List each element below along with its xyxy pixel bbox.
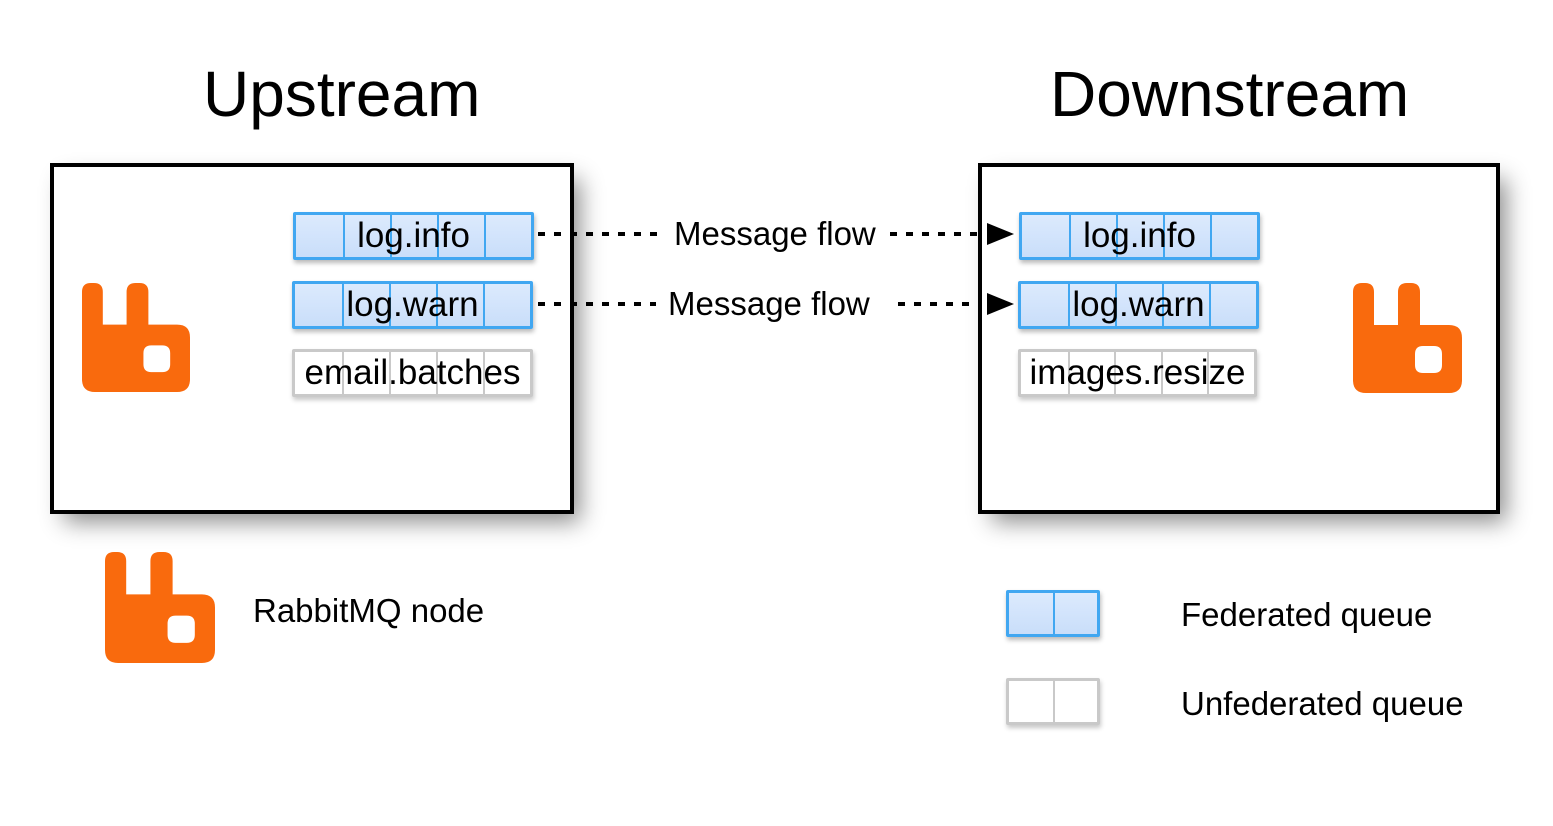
message-flow-line xyxy=(898,302,979,306)
queue-cell xyxy=(1160,352,1208,394)
downstream-queue-log-info: log.info xyxy=(1019,212,1260,260)
federated-queue-swatch xyxy=(1006,590,1100,637)
queue-cell xyxy=(343,215,390,257)
upstream-queue-email-batches: email.batches xyxy=(292,349,533,397)
message-flow-line xyxy=(538,302,656,306)
queue-cell xyxy=(1009,593,1053,634)
queue-cell xyxy=(390,215,437,257)
queue-cell xyxy=(1114,352,1161,394)
queue-cell xyxy=(1069,215,1116,257)
queue-cell xyxy=(1209,284,1256,326)
unfederated-queue-swatch xyxy=(1006,678,1100,725)
queue-cell xyxy=(1053,593,1097,634)
queue-name: log.warn xyxy=(1072,285,1205,324)
queue-cell xyxy=(1207,352,1254,394)
message-flow-label: Message flow xyxy=(674,215,876,252)
queue-name: log.info xyxy=(357,216,470,255)
legend-rabbitmq-node-label: RabbitMQ node xyxy=(253,592,485,629)
right-arrowhead-icon xyxy=(987,293,1014,315)
queue-cell xyxy=(1115,284,1162,326)
queue-name: log.info xyxy=(1083,216,1196,255)
upstream-queue-log-warn: log.warn xyxy=(292,281,533,329)
rabbitmq-logo-icon xyxy=(1353,283,1462,393)
queue-cell xyxy=(1116,215,1163,257)
queue-cell xyxy=(389,284,436,326)
upstream-queue-log-info: log.info xyxy=(293,212,534,260)
upstream-title: Upstream xyxy=(203,58,481,130)
right-arrowhead-icon xyxy=(987,223,1014,245)
message-flow-label: Message flow xyxy=(668,285,870,322)
legend-unfederated-queue-label: Unfederated queue xyxy=(1181,685,1464,722)
rabbitmq-logo-icon xyxy=(105,552,215,663)
queue-name: log.warn xyxy=(346,285,479,324)
queue-cell xyxy=(436,284,483,326)
queue-cell xyxy=(342,352,389,394)
rabbitmq-logo-icon xyxy=(82,283,190,392)
queue-cell xyxy=(1068,284,1115,326)
message-flow-line xyxy=(890,232,979,236)
queue-name: email.batches xyxy=(304,353,521,392)
queue-cell xyxy=(342,284,389,326)
queue-cell xyxy=(1210,215,1257,257)
queue-cell xyxy=(436,352,483,394)
legend-federated-queue-label: Federated queue xyxy=(1181,596,1433,633)
queue-cell xyxy=(437,215,484,257)
downstream-queue-images-resize: images.resize xyxy=(1018,349,1257,397)
queue-cell xyxy=(1053,681,1097,722)
queue-cell xyxy=(1163,215,1210,257)
downstream-title: Downstream xyxy=(1050,58,1410,130)
downstream-queue-log-warn: log.warn xyxy=(1018,281,1259,329)
queue-cell xyxy=(389,352,436,394)
message-flow-line xyxy=(538,232,666,236)
queue-cell xyxy=(484,215,531,257)
queue-cell xyxy=(483,284,530,326)
queue-name: images.resize xyxy=(1029,353,1246,392)
queue-cell xyxy=(1162,284,1209,326)
queue-cell xyxy=(1067,352,1115,394)
queue-cell xyxy=(483,352,530,394)
queue-cell xyxy=(1009,681,1053,722)
